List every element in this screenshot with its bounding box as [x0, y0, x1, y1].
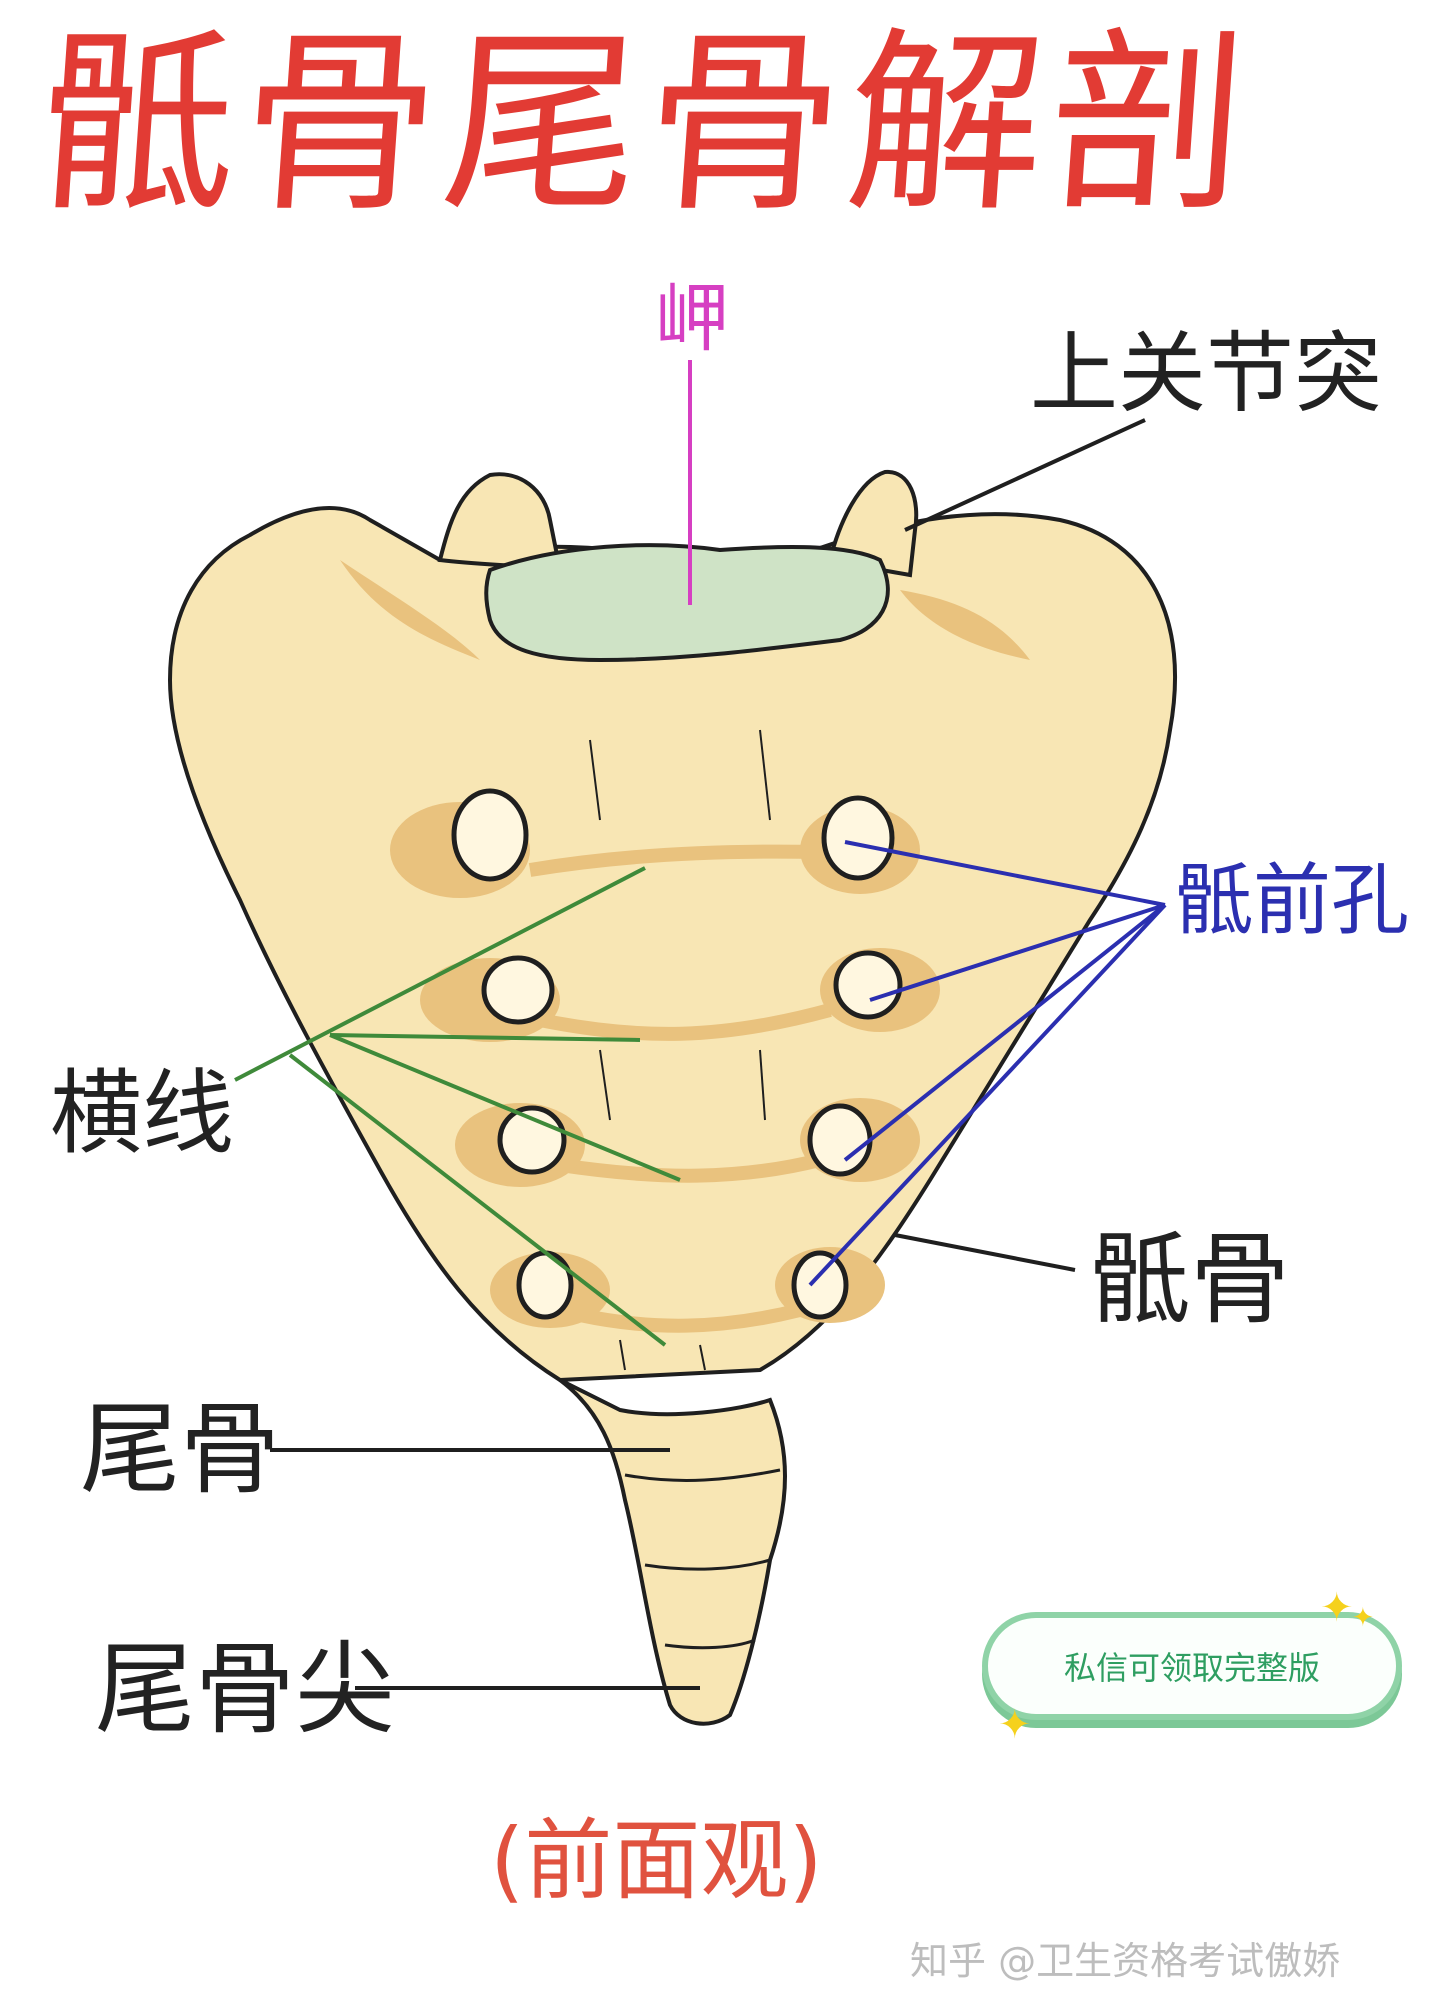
label-sacrum: 骶骨: [1090, 1221, 1290, 1338]
footer-watermark: 知乎 @卫生资格考试傲娇: [910, 1939, 1341, 1983]
coccyx-bone: [558, 1378, 787, 1726]
transverse-ridge-1: [528, 844, 821, 877]
promo-badge-text: 私信可领取完整版: [1063, 1649, 1320, 1687]
right-ala-shade: [900, 590, 1030, 660]
left-ala-shade: [340, 560, 480, 660]
promo-badge[interactable]: 私信可领取完整版: [982, 1612, 1402, 1720]
transverse-ridge-3: [558, 1153, 822, 1183]
view-subtitle: (前面观): [490, 1809, 823, 1912]
label-coccyx: 尾骨: [80, 1391, 280, 1508]
sacrum-leader-line: [894, 1233, 1076, 1272]
transverse-ridge-2: [538, 1003, 832, 1041]
promontory-disc: [484, 543, 890, 663]
coccyx-segments: [624, 1468, 781, 1650]
foramina: [390, 788, 940, 1328]
label-superior-articular-process: 上关节突: [1030, 322, 1383, 425]
label-coccyx-tip: 尾骨尖: [95, 1631, 395, 1748]
label-anterior-sacral-foramina: 骶前孔: [1175, 856, 1410, 946]
sparkle-icon: ✦: [1352, 1603, 1374, 1633]
transverse-ridge-4: [578, 1303, 802, 1333]
superior-articular-leader-line: [904, 418, 1146, 532]
foramina-leader-lines: [808, 840, 1167, 1287]
transverse-leader-lines: [234, 866, 681, 1347]
bone-texture: [589, 729, 771, 1371]
sparkle-icon: ✦: [998, 1702, 1032, 1748]
label-promontory: 岬: [655, 276, 729, 362]
label-transverse-lines: 横线: [50, 1060, 235, 1167]
sparkle-icon: ✦: [1320, 1585, 1354, 1631]
